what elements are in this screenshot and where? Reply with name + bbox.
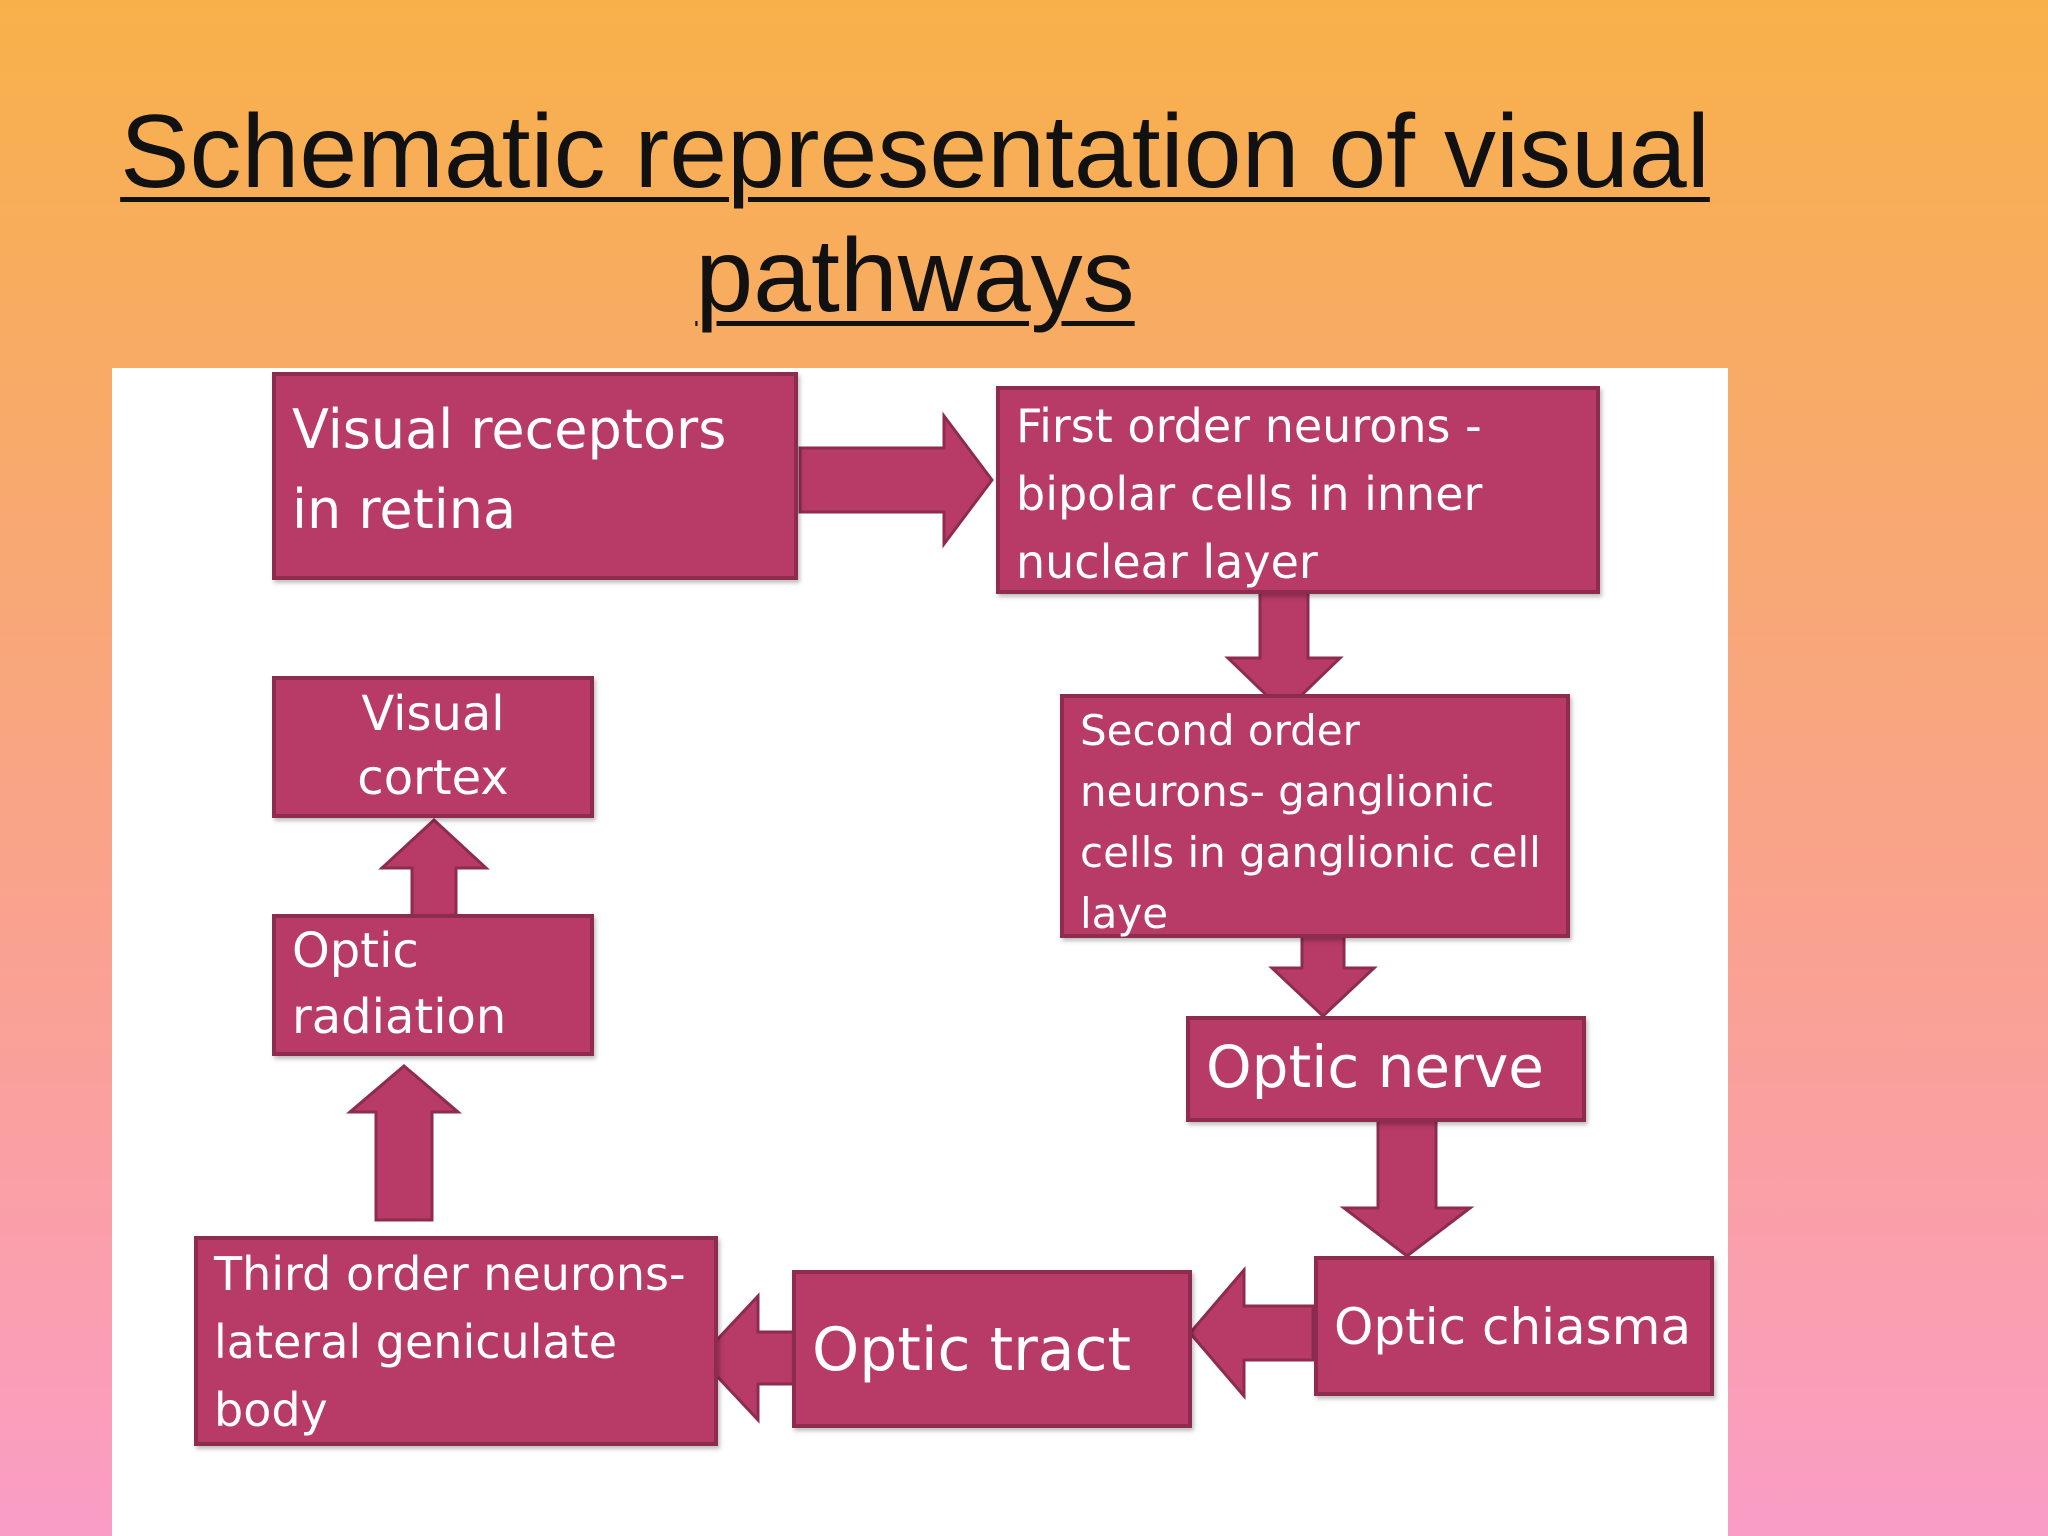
slide-title-line1: Schematic representation of visual (120, 94, 1710, 210)
flow-arrows (345, 411, 1475, 1424)
arrow-optic-tract-to-third-order (697, 1292, 798, 1424)
box-third-order-neurons: Third order neurons-lateral geniculate b… (194, 1236, 718, 1446)
arrow-optic-radiation-to-cortex (378, 817, 490, 918)
box-optic-tract-label: Optic tract (812, 1315, 1132, 1385)
slide-title-line2: pathways (695, 218, 1135, 334)
arrow-chiasma-to-optic-tract (1188, 1265, 1315, 1401)
box-optic-chiasma-label: Optic chiasma (1334, 1298, 1692, 1356)
arrow-optic-nerve-to-chiasma (1339, 1118, 1475, 1258)
box-optic-nerve-label: Optic nerve (1206, 1033, 1544, 1101)
box-optic-chiasma: Optic chiasma (1314, 1256, 1714, 1396)
box-visual-receptors-label: Visual receptors in retina (292, 398, 727, 541)
box-optic-radiation: Optic radiation (272, 914, 594, 1056)
box-optic-radiation-label: Optic radiation (292, 923, 507, 1045)
arrow-receptors-to-first-order (798, 411, 994, 549)
arrow-first-to-second-order (1224, 590, 1344, 715)
box-first-order-neurons-label: First order neurons - bipolar cells in i… (1016, 399, 1483, 589)
arrow-third-order-to-optic-radiation (345, 1064, 463, 1222)
slide-title: Schematic representation of visual pathw… (40, 90, 1790, 338)
box-visual-cortex-label: Visual cortex (357, 686, 509, 806)
box-optic-nerve: Optic nerve (1186, 1016, 1586, 1122)
box-second-order-neurons: Second order neurons- ganglionic cells i… (1060, 694, 1570, 938)
box-visual-receptors: Visual receptors in retina (272, 372, 798, 580)
diagram-panel: Visual receptors in retina First order n… (112, 368, 1728, 1536)
box-visual-cortex: Visual cortex (272, 676, 594, 818)
box-second-order-neurons-label: Second order neurons- ganglionic cells i… (1080, 706, 1541, 938)
box-optic-tract: Optic tract (792, 1270, 1192, 1428)
box-third-order-neurons-label: Third order neurons-lateral geniculate b… (214, 1247, 686, 1437)
box-first-order-neurons: First order neurons - bipolar cells in i… (996, 386, 1600, 594)
